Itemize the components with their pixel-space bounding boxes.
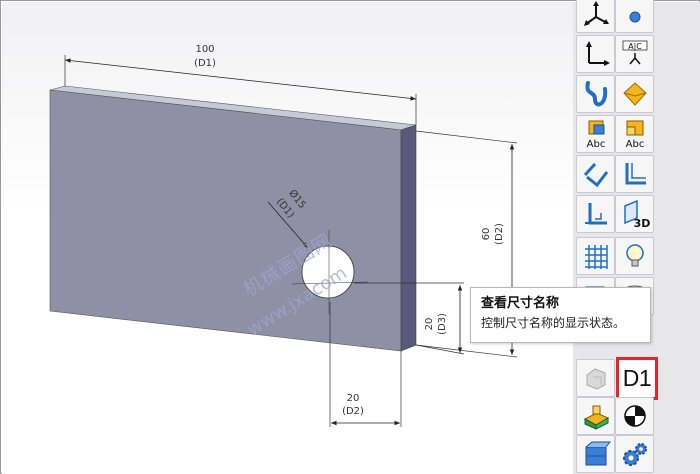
tooltip-title: 查看尺寸名称 <box>481 296 560 311</box>
graphics-viewport[interactable]: 100 (D1) 60 (D2) 20 (D3) 20 (D2) Ø15 (D1… <box>2 2 573 474</box>
lightbulb-icon <box>625 244 644 267</box>
dim-height-name: (D2) <box>494 223 505 245</box>
display-shape-button[interactable] <box>576 359 615 397</box>
assembly-box-button[interactable] <box>576 435 615 473</box>
svg-text:Abc: Abc <box>625 139 644 150</box>
settings-gears-button[interactable] <box>615 435 654 473</box>
dim-height-ext-top <box>415 130 518 144</box>
surface-icon <box>622 82 647 106</box>
sketch-corner-button[interactable] <box>615 155 654 193</box>
part-front-face[interactable] <box>49 89 402 352</box>
assembly-annotation-button[interactable]: Abc <box>615 115 654 153</box>
part-annotation-icon: Abc <box>586 120 605 150</box>
abc-label-button[interactable]: A|C <box>615 35 654 73</box>
hole-centerline-h <box>291 281 369 285</box>
triad-button[interactable] <box>576 0 615 33</box>
coordinate-system-button[interactable] <box>576 35 615 73</box>
triad-icon <box>583 1 609 26</box>
abc-label-icon: A|C <box>622 40 647 65</box>
angle-dimension-button[interactable] <box>576 155 615 193</box>
dim-height-ext-bottom <box>415 344 518 358</box>
curve-icon <box>584 81 607 107</box>
feature-box-icon <box>583 405 609 430</box>
3d-sketch-icon: 3D <box>623 199 650 230</box>
grid-button[interactable] <box>576 237 615 275</box>
plane-button[interactable] <box>576 195 615 233</box>
plane-icon <box>584 203 607 225</box>
hole[interactable] <box>301 245 355 299</box>
surface-button[interactable] <box>615 75 654 113</box>
3d-sketch-button[interactable]: 3D <box>615 195 654 233</box>
dim-height-value[interactable]: 60 <box>481 228 492 241</box>
angle-dimension-icon <box>583 162 608 188</box>
coordinate-system-icon <box>585 41 610 66</box>
settings-gears-icon <box>622 443 647 466</box>
point-icon <box>629 11 640 23</box>
assembly-annotation-icon: Abc <box>625 120 644 150</box>
dim-width-value[interactable]: 100 <box>195 44 214 55</box>
model-canvas: 100 (D1) 60 (D2) 20 (D3) 20 (D2) Ø15 (D1… <box>49 44 518 427</box>
svg-text:Abc: Abc <box>586 139 605 150</box>
dim-holey-ext-bottom <box>415 344 465 355</box>
lightbulb-button[interactable] <box>615 237 654 275</box>
tooltip: 查看尺寸名称 控制尺寸名称的显示状态。 <box>470 287 651 343</box>
dim-holex-value[interactable]: 20 <box>347 393 360 404</box>
tooltip-description: 控制尺寸名称的显示状态。 <box>481 316 626 330</box>
display-shape-icon <box>586 368 605 390</box>
svg-text:A|C: A|C <box>628 42 642 51</box>
dim-holex-name: (D2) <box>342 406 364 417</box>
dim-holey-name: (D3) <box>437 313 448 335</box>
dimension-names-icon: D1 <box>622 365 652 391</box>
dim-width-name: (D1) <box>194 58 216 69</box>
dim-holedia-leader[interactable] <box>267 201 309 249</box>
point-button[interactable] <box>615 0 654 33</box>
center-of-mass-icon <box>623 405 646 427</box>
center-of-mass-button[interactable] <box>615 397 654 435</box>
assembly-box-icon <box>585 441 611 466</box>
curve-button[interactable] <box>576 75 615 113</box>
dimension-names-button[interactable]: D1 <box>616 357 658 400</box>
dim-holey-value[interactable]: 20 <box>424 318 435 331</box>
feature-box-button[interactable] <box>576 397 615 435</box>
part-side-face <box>400 124 417 352</box>
dim-width-line[interactable] <box>64 58 417 101</box>
grid-icon <box>584 245 608 269</box>
sketch-corner-icon <box>625 163 646 185</box>
part-annotation-button[interactable]: Abc <box>576 115 615 153</box>
svg-text:3D: 3D <box>633 217 650 230</box>
